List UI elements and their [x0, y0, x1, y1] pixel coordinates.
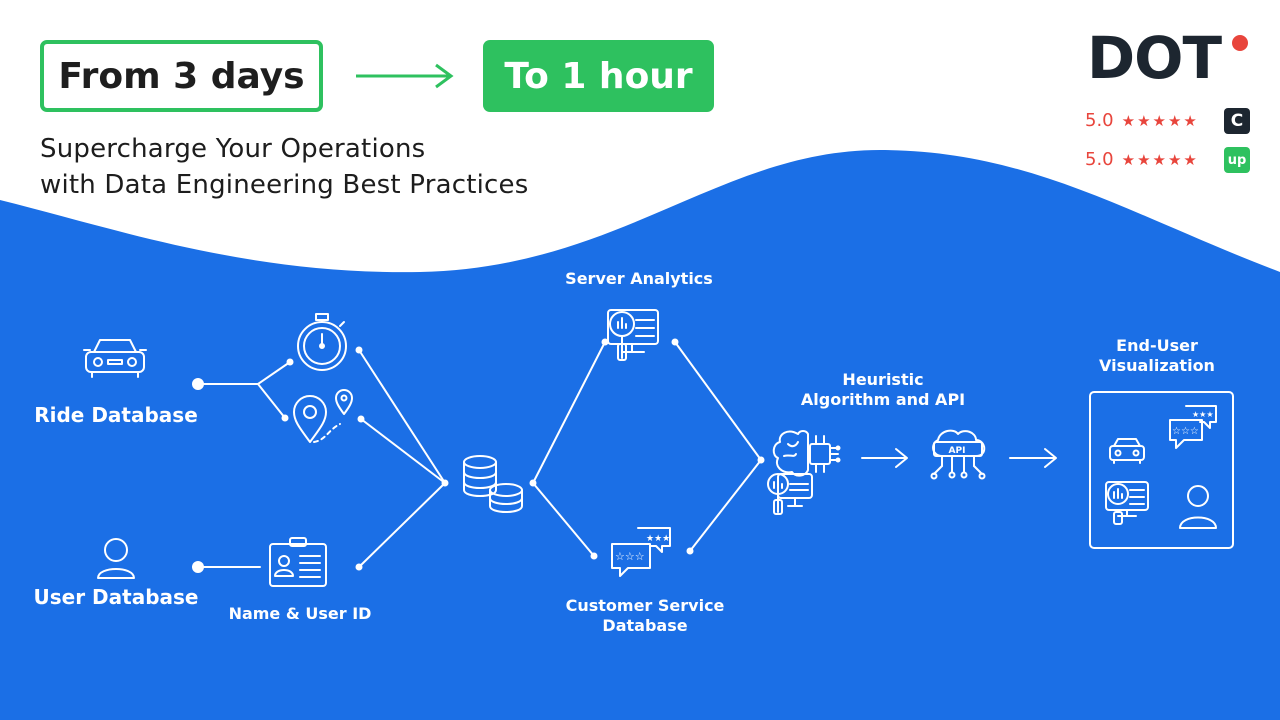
from-label: From 3 days — [40, 40, 323, 112]
rating-row-clutch: 5.0 ★★★★★ — [1085, 110, 1199, 131]
location-pin-icon — [293, 389, 353, 443]
server-analytics-icon — [1105, 481, 1149, 525]
rating-score: 5.0 — [1085, 149, 1114, 170]
cloud-api-icon — [930, 429, 986, 480]
svg-text:☆☆☆: ☆☆☆ — [1172, 426, 1199, 437]
car-icon — [83, 339, 147, 378]
arrow-right-icon — [356, 63, 454, 89]
name-user-id-label: Name & User ID — [228, 604, 372, 623]
svg-text:★★★: ★★★ — [1192, 410, 1214, 419]
api-label: API — [949, 446, 966, 456]
brain-chip-icon — [767, 430, 841, 515]
user-icon — [97, 538, 135, 579]
rating-stars: ★★★★★ — [1121, 151, 1199, 169]
user-database-label: User Database — [33, 585, 199, 609]
end-user-label-line-1: End-User — [1116, 336, 1198, 355]
connector-lines — [197, 341, 762, 568]
arrow-right-icon — [861, 448, 908, 468]
server-analytics-icon — [607, 309, 659, 361]
stopwatch-icon — [297, 313, 347, 371]
heuristic-label-line-2: Algorithm and API — [800, 390, 966, 409]
id-card-icon — [269, 537, 327, 587]
ride-database-label: Ride Database — [34, 403, 198, 427]
chat-review-icon: ★★★ ☆☆☆ — [611, 527, 671, 577]
rating-stars: ★★★★★ — [1121, 112, 1199, 130]
chat-review-icon: ★★★ ☆☆☆ — [1169, 405, 1217, 449]
dashboard-panel: ★★★ ☆☆☆ — [1089, 391, 1234, 549]
clutch-icon: C — [1224, 108, 1250, 134]
upwork-icon: up — [1224, 147, 1250, 173]
to-label: To 1 hour — [483, 40, 714, 112]
svg-text:☆☆☆: ☆☆☆ — [615, 550, 645, 563]
car-icon — [1109, 438, 1145, 464]
user-icon — [1179, 485, 1217, 529]
server-analytics-label: Server Analytics — [565, 269, 713, 288]
dot-logo: DOT — [1087, 24, 1222, 92]
subtitle-line-1: Supercharge Your Operations — [40, 134, 426, 164]
arrow-right-icon — [1009, 448, 1057, 468]
customer-service-label-line-2: Database — [602, 616, 688, 635]
subtitle-line-2: with Data Engineering Best Practices — [40, 170, 529, 200]
connector-dots — [192, 338, 765, 573]
end-user-label-line-2: Visualization — [1099, 356, 1215, 375]
rating-score: 5.0 — [1085, 110, 1114, 131]
svg-text:★★★: ★★★ — [646, 534, 670, 544]
customer-service-label-line-1: Customer Service — [565, 596, 725, 615]
logo-dot — [1232, 35, 1248, 51]
database-icon — [463, 455, 523, 513]
heuristic-label-line-1: Heuristic — [842, 370, 924, 389]
rating-row-upwork: 5.0 ★★★★★ — [1085, 149, 1199, 170]
